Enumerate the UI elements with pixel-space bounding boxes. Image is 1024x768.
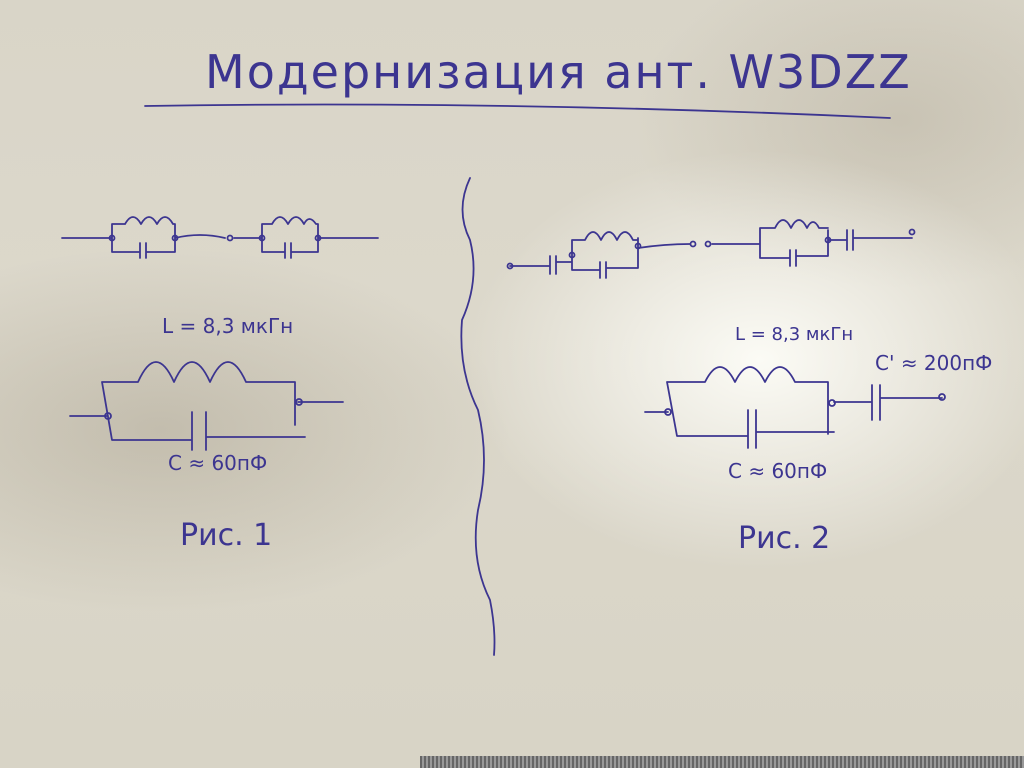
fig2-lc-circuit: L = 8,3 мкГн C' ≈ 200пФ C ≈ 60пФ Рис. 2 [644,324,992,556]
fig1-inductance-label: L = 8,3 мкГн [162,314,293,338]
fig2-inductance-label: L = 8,3 мкГн [735,324,853,345]
fig1-capacitance-label: C ≈ 60пФ [168,451,267,475]
fig2-caption: Рис. 2 [738,521,830,556]
fig2-series-capacitance-label: C' ≈ 200пФ [875,351,992,375]
fig1-caption: Рис. 1 [180,518,272,553]
fig1-lc-circuit: L = 8,3 мкГн C ≈ 60пФ Рис. 1 [69,314,344,553]
title: Модернизация ант. W3DZZ [205,45,912,99]
fig2-small-schematic [506,219,916,279]
divider-line [460,177,496,656]
fig1-small-schematic [61,216,379,259]
title-underline [144,103,891,119]
table-edge [420,756,1024,768]
fig2-capacitance-label: C ≈ 60пФ [728,459,827,483]
